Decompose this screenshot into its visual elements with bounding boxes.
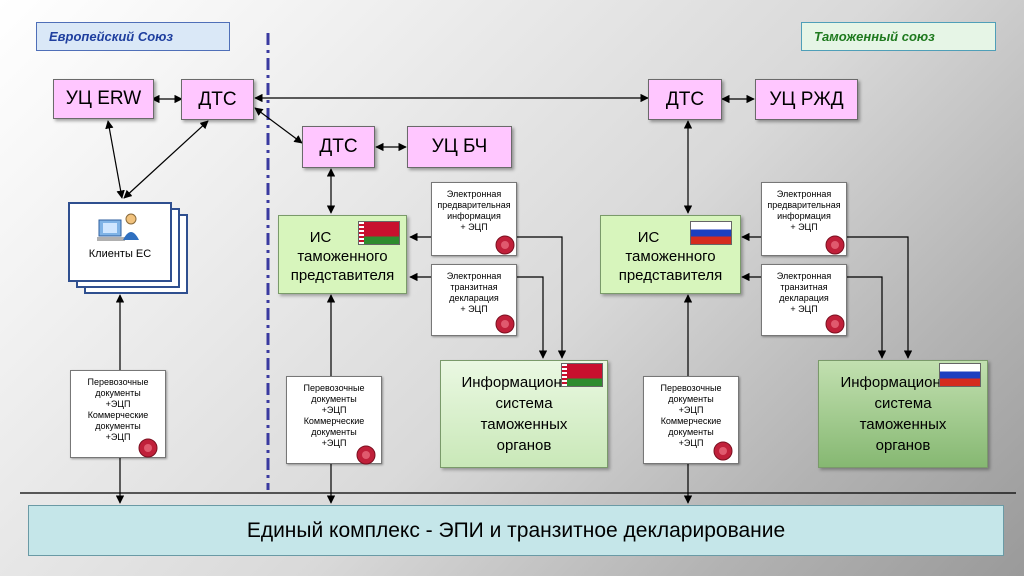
russia-flag-icon (939, 363, 981, 387)
computer-user-icon (97, 213, 139, 241)
doc-line: + ЭЦП (460, 304, 488, 314)
doc-line: +ЭЦП (321, 438, 347, 448)
is-rep-ru-line3: представителя (618, 267, 723, 284)
doc-line: +ЭЦП (678, 438, 704, 448)
doc-line: + ЭЦП (460, 222, 488, 232)
russia-flag-icon (690, 221, 732, 245)
doc-line: +ЭЦП (678, 405, 704, 415)
doc-line: Электронная (776, 189, 832, 199)
doc-line: декларация (779, 293, 829, 303)
customs-sys-ru-line1: Информационная (840, 374, 966, 391)
arrow-dts-eu-by (254, 107, 303, 144)
doc-line: документы (95, 421, 141, 431)
doc-line: Коммерческие (303, 416, 365, 426)
wax-seal-icon (495, 235, 515, 255)
arrow-transit-sysby (516, 276, 548, 359)
node-uc-bch[interactable]: УЦ БЧ (407, 126, 512, 168)
wax-seal-icon (713, 441, 733, 461)
doc-line: Электронная (446, 271, 502, 281)
arrow-preinfo-sysby (516, 236, 567, 359)
is-rep-by-line3: представителя (290, 267, 395, 284)
wax-seal-icon (356, 445, 376, 465)
belarus-flag-icon (358, 221, 400, 245)
wax-seal-icon (825, 314, 845, 334)
customs-sys-ru-line4: органов (875, 437, 931, 454)
node-dts-eu[interactable]: ДТС (181, 79, 254, 120)
region-customs-union-label: Таможенный союз (801, 22, 996, 51)
doc-line: Коммерческие (87, 410, 149, 420)
doc-line: Электронная (446, 189, 502, 199)
is-rep-ru-line1: ИС (637, 229, 660, 246)
doc-line: документы (95, 388, 141, 398)
doc-line: Перевозочные (87, 377, 149, 387)
node-dts-by[interactable]: ДТС (302, 126, 375, 168)
node-clients-eu[interactable]: Клиенты ЕС (68, 202, 172, 282)
doc-line: документы (311, 427, 357, 437)
wax-seal-icon (825, 235, 845, 255)
doc-shipping-eu: Перевозочные документы +ЭЦП Коммерческие… (70, 370, 166, 458)
arrow-dts-clients (123, 120, 209, 199)
doc-line: транзитная (450, 282, 498, 292)
customs-sys-by-line2: система (495, 395, 553, 412)
bottom-bar: Единый комплекс - ЭПИ и транзитное декла… (28, 505, 1004, 556)
node-uc-rzd[interactable]: УЦ РЖД (755, 79, 858, 120)
doc-line: + ЭЦП (790, 304, 818, 314)
customs-sys-ru-line2: система (874, 395, 932, 412)
doc-transit-decl-ru: Электронная транзитная декларация + ЭЦП (761, 264, 847, 336)
doc-line: + ЭЦП (790, 222, 818, 232)
customs-sys-by-line4: органов (496, 437, 552, 454)
doc-line: +ЭЦП (321, 405, 347, 415)
doc-line: предварительная (767, 200, 841, 210)
wax-seal-icon (138, 438, 158, 458)
doc-line: Перевозочные (303, 383, 365, 393)
doc-line: +ЭЦП (105, 399, 131, 409)
customs-sys-by-line3: таможенных (480, 416, 568, 433)
doc-line: +ЭЦП (105, 432, 131, 442)
doc-line: Электронная (776, 271, 832, 281)
doc-line: информация (777, 211, 831, 221)
arrow-transit-sysru (846, 276, 887, 359)
is-rep-by-line1: ИС (309, 229, 332, 246)
arrow-ucerw-clients (105, 120, 125, 199)
doc-line: предварительная (437, 200, 511, 210)
doc-line: декларация (449, 293, 499, 303)
region-eu-label: Европейский Союз (36, 22, 230, 51)
belarus-flag-icon (561, 363, 603, 387)
is-rep-by-line2: таможенного (297, 248, 388, 265)
node-uc-erw[interactable]: УЦ ERW (53, 79, 154, 119)
is-rep-ru-line2: таможенного (625, 248, 716, 265)
node-dts-ru[interactable]: ДТС (648, 79, 722, 120)
doc-line: документы (668, 394, 714, 404)
clients-eu-label: Клиенты ЕС (88, 248, 152, 260)
doc-line: документы (668, 427, 714, 437)
doc-line: документы (311, 394, 357, 404)
doc-line: Коммерческие (660, 416, 722, 426)
doc-line: Перевозочные (660, 383, 722, 393)
arrow-preinfo-sysru (846, 236, 913, 359)
customs-sys-by-line1: Информационная (461, 374, 587, 391)
customs-sys-ru-line3: таможенных (859, 416, 947, 433)
doc-line: информация (447, 211, 501, 221)
wax-seal-icon (495, 314, 515, 334)
doc-line: транзитная (780, 282, 828, 292)
